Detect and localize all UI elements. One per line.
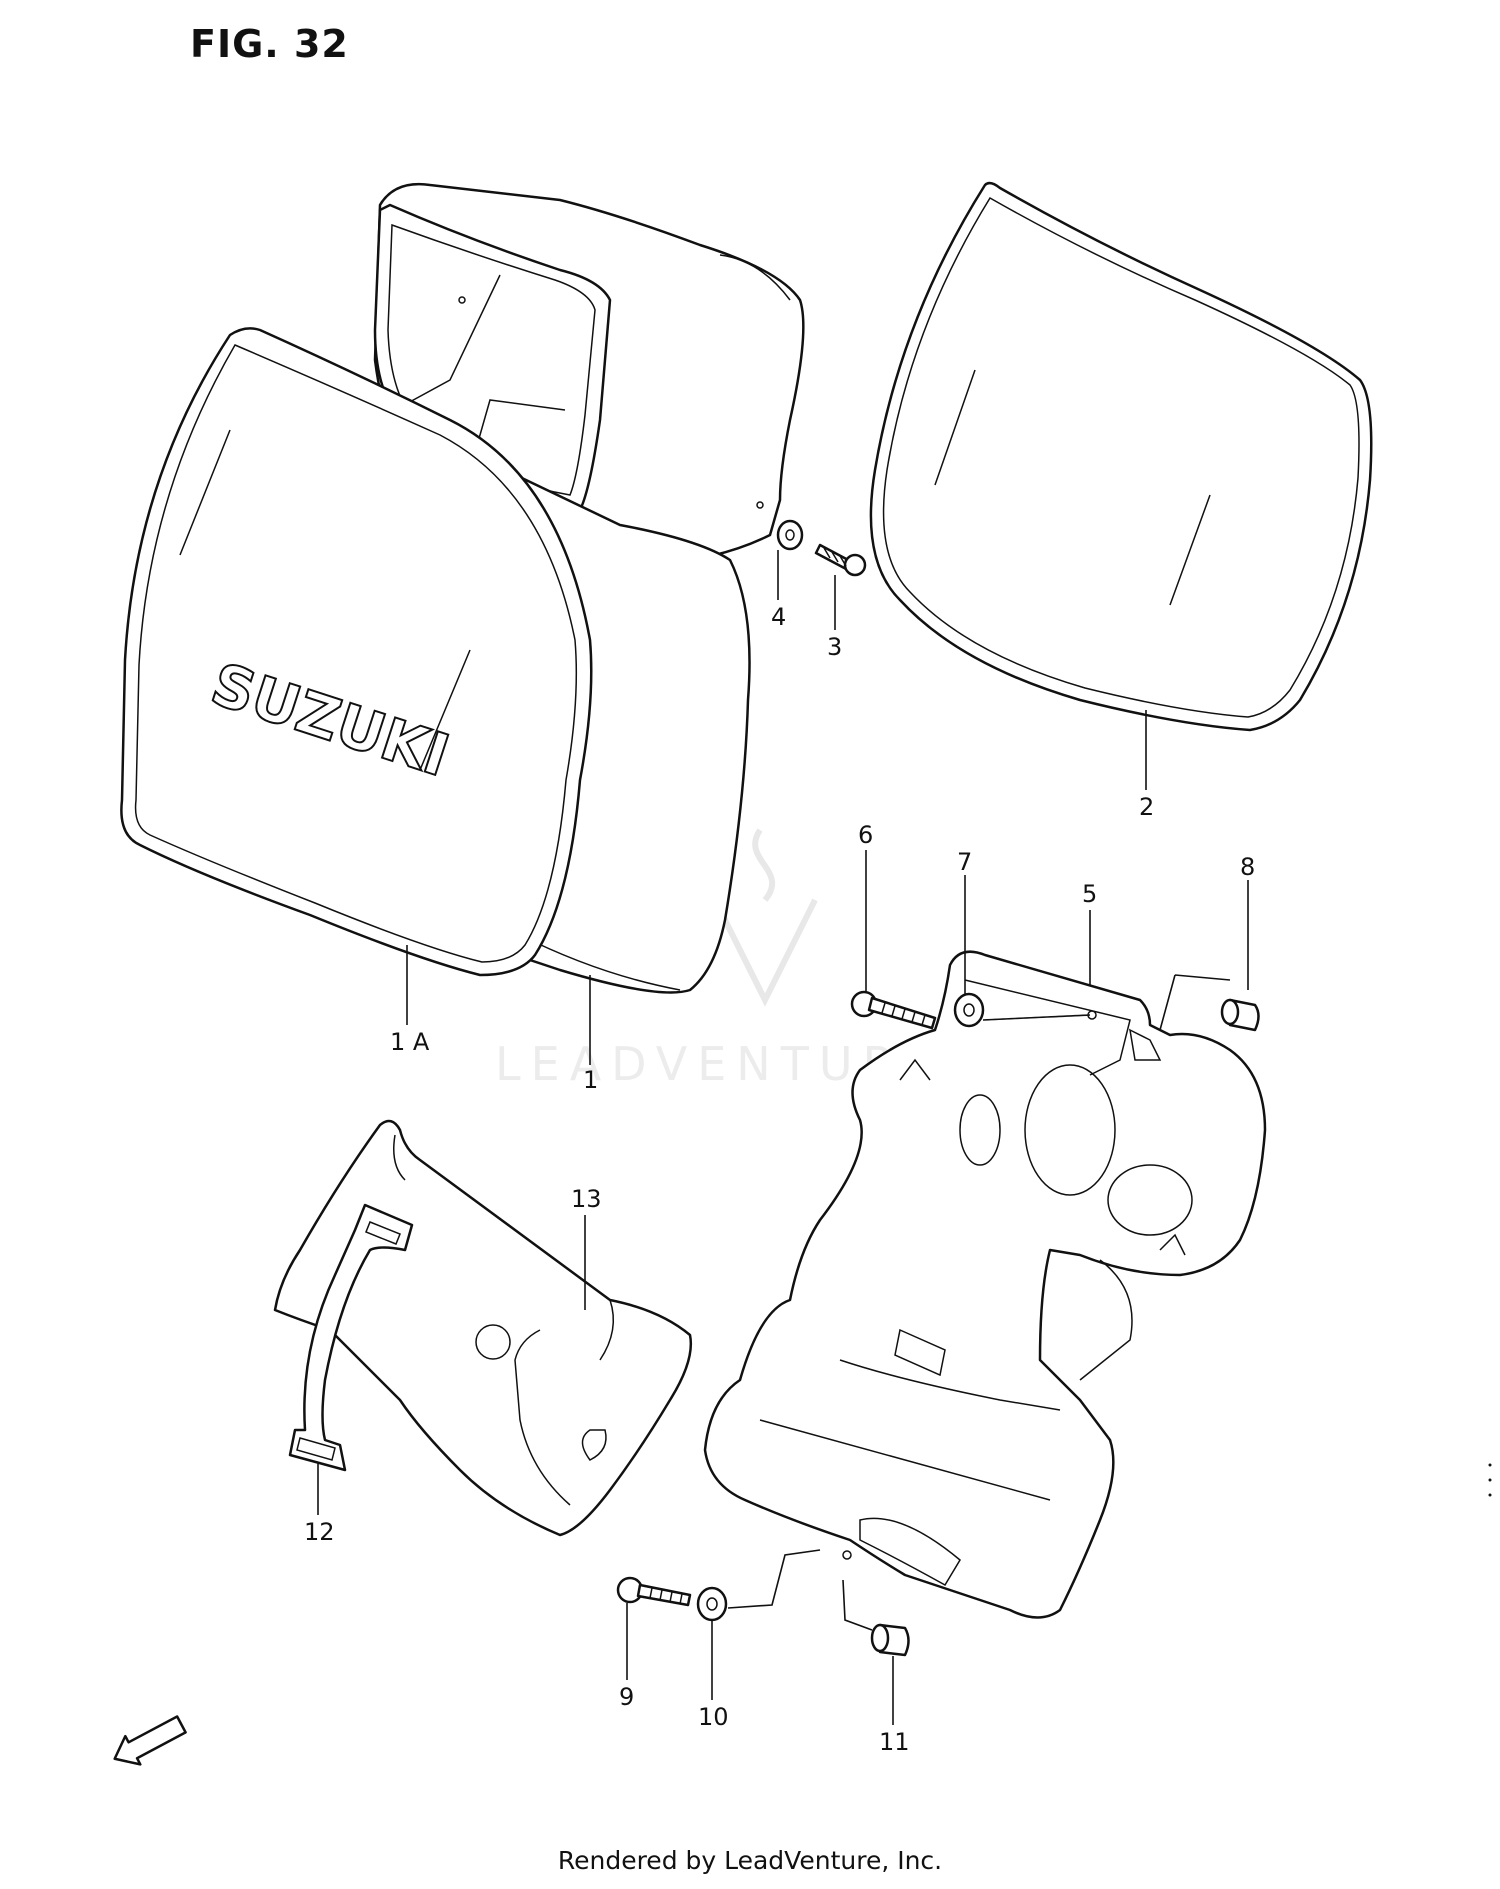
edge-marks [1488, 1463, 1492, 1497]
leader-7-bolt [982, 1014, 1091, 1021]
washer-part-7[interactable] [953, 992, 985, 1028]
strap-part-12[interactable] [288, 1203, 414, 1472]
leader-10-bolt [727, 1549, 821, 1609]
callout-1a: 1 A [390, 1028, 430, 1056]
watermark-logo [712, 828, 818, 1007]
callout-5: 5 [1082, 880, 1097, 908]
callout-10: 10 [698, 1703, 729, 1731]
windscreen[interactable] [869, 181, 1373, 732]
callout-2: 2 [1139, 793, 1154, 821]
screw-part-3[interactable] [814, 543, 867, 577]
leader-11-bolt [842, 1579, 873, 1631]
callout-6: 6 [858, 821, 873, 849]
callout-12: 12 [304, 1518, 335, 1546]
callout-labels: 1 A 1 2 3 4 5 6 7 8 9 10 11 12 13 [304, 603, 1255, 1756]
nut-part-8[interactable] [1220, 998, 1260, 1032]
bolt-part-9[interactable] [616, 1576, 692, 1607]
leader-lines [317, 550, 1249, 1725]
bolt-part-6[interactable] [850, 990, 937, 1030]
callout-13: 13 [571, 1185, 602, 1213]
figure-title: FIG. 32 [190, 22, 349, 66]
nut-part-11[interactable] [870, 1623, 910, 1657]
inner-cowl-bracket[interactable] [703, 950, 1267, 1619]
footer-credit: Rendered by LeadVenture, Inc. [557, 1846, 943, 1875]
washer-part-4[interactable] [776, 519, 804, 551]
front-panel-1a[interactable]: SUZUKI [120, 327, 593, 977]
callout-8: 8 [1240, 853, 1255, 881]
callout-7: 7 [957, 848, 972, 876]
callout-3: 3 [827, 633, 842, 661]
leader-8-bolt [1159, 974, 1231, 1031]
callout-1: 1 [583, 1066, 598, 1094]
callout-9: 9 [619, 1683, 634, 1711]
washer-part-10[interactable] [696, 1586, 728, 1622]
fwd-arrow-icon: FWD [113, 1715, 187, 1766]
callout-11: 11 [879, 1728, 910, 1756]
callout-4: 4 [771, 603, 786, 631]
